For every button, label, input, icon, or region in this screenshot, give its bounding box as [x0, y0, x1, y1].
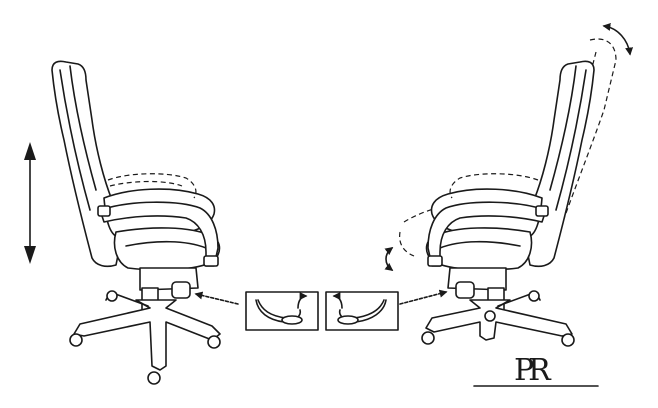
curved-rotate-arrow-icon	[602, 22, 634, 56]
chair-base	[73, 299, 221, 371]
backrest	[51, 60, 120, 268]
pr-monogram-logo: PR	[473, 353, 599, 388]
right-chair	[384, 22, 634, 347]
logo-text: PR	[514, 353, 552, 388]
lever-lift-icon	[245, 291, 319, 331]
left-chair	[24, 60, 221, 385]
vertical-double-arrow-icon	[24, 142, 36, 264]
lever-release-icon	[325, 291, 399, 331]
